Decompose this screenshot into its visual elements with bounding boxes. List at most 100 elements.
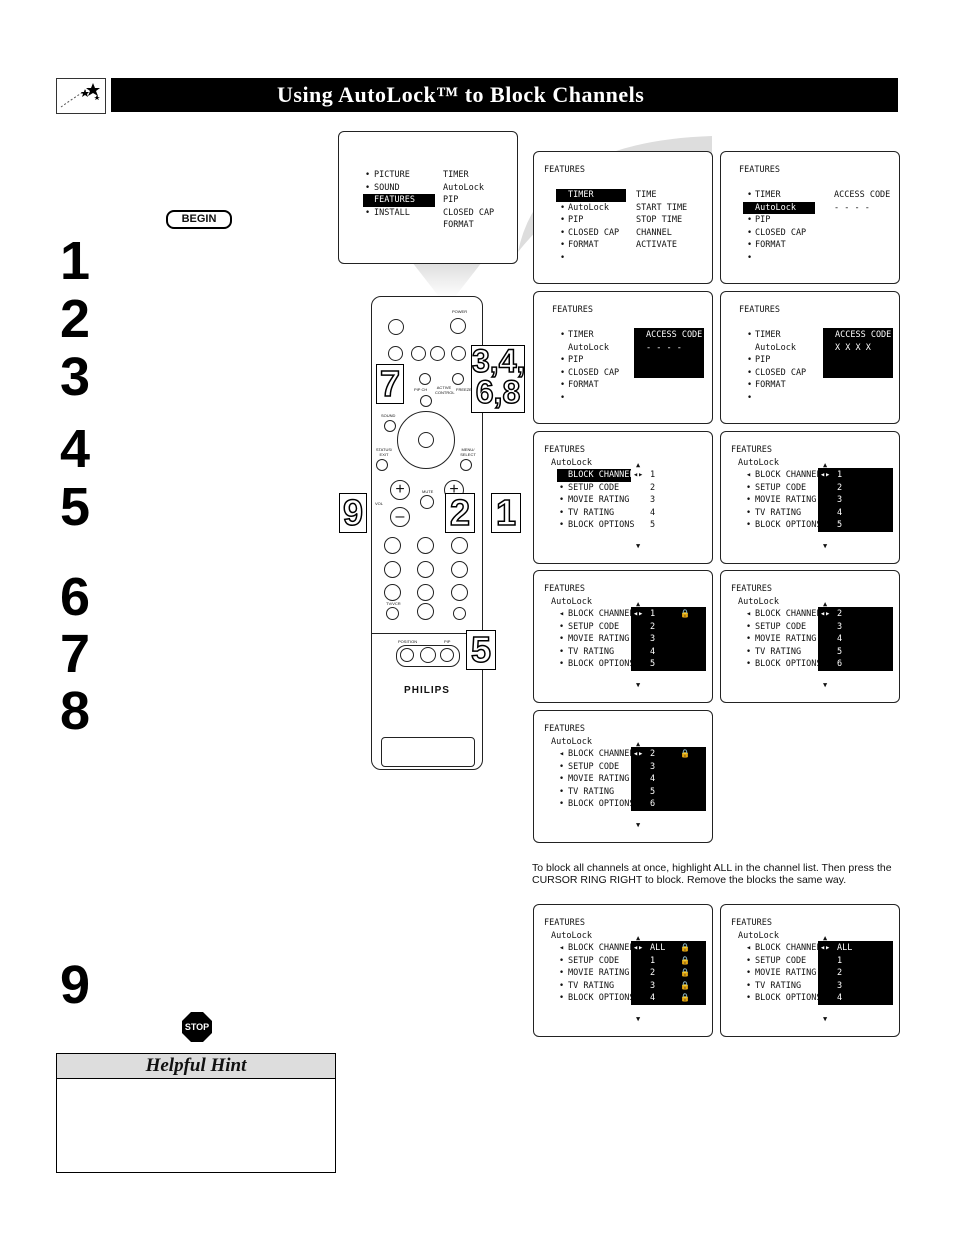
sound-button[interactable] (384, 420, 396, 432)
lock-icon: 🔒 (680, 967, 690, 980)
stop-button[interactable] (411, 346, 426, 361)
acc-button[interactable] (452, 373, 464, 385)
digit-button[interactable] (451, 584, 468, 601)
digit-button[interactable] (384, 537, 401, 554)
channel-number: ALL (650, 942, 666, 955)
ok-button[interactable] (418, 432, 434, 448)
channel-list-box[interactable] (631, 607, 706, 671)
lock-icon: 🔒 (680, 608, 690, 621)
step-number: 7 (60, 624, 91, 684)
stars-logo-icon (56, 78, 106, 114)
channel-number: 3 (650, 495, 656, 506)
channel-number: 1 (837, 954, 843, 968)
step-number: 8 (60, 681, 91, 741)
bullet-icon: • (559, 507, 565, 518)
callout-step-1: 1 (491, 493, 521, 533)
surf-button[interactable] (453, 607, 466, 620)
step-number: 2 (60, 289, 91, 349)
bullet-icon: • (559, 799, 565, 810)
menu-left-item-selected[interactable]: FEATURES (363, 194, 435, 207)
digit-button[interactable] (384, 584, 401, 601)
channel-list-box[interactable] (818, 941, 893, 1005)
submenu-item: TIME (636, 190, 657, 200)
screen-heading: FEATURES (731, 584, 772, 594)
volume-up-button[interactable]: + (390, 480, 410, 500)
callout-step-7: 7 (376, 364, 404, 404)
digit-button[interactable] (451, 537, 468, 554)
digit-button[interactable] (417, 537, 434, 554)
screen-subheading: AutoLock (551, 597, 592, 607)
menu-select-button[interactable] (460, 459, 472, 471)
channel-number: 1 (650, 608, 656, 621)
mute-button[interactable] (420, 495, 434, 509)
autolock-list-item: BLOCK OPTIONS (568, 659, 635, 670)
autolock-list-item: MOVIE RATING (568, 968, 630, 979)
rewind-button[interactable] (388, 346, 403, 361)
left-arrow-icon: ◂ (559, 749, 565, 759)
digit-button[interactable] (417, 584, 434, 601)
lock-icon: 🔒 (680, 979, 690, 993)
channel-number: 4 (837, 992, 843, 1005)
power-button[interactable] (450, 318, 466, 334)
digit-button[interactable] (417, 561, 434, 578)
access-code-value: - - - - (646, 341, 682, 355)
autolock-list-item: SETUP CODE (568, 955, 620, 966)
autolock-list-item: TV RATING (568, 507, 615, 518)
menu-bullets: • • • (365, 170, 371, 218)
freeze-label: FREEZE (456, 387, 472, 392)
status-exit-button[interactable] (376, 459, 388, 471)
left-arrow-icon: ◂ (746, 470, 752, 480)
digit-button[interactable] (451, 561, 468, 578)
bullet-icon: • (559, 646, 565, 657)
pip-swap-button[interactable] (440, 648, 454, 662)
block-channel-item-selected[interactable]: BLOCK CHANNEL (557, 469, 635, 482)
selected-item[interactable]: TIMER (556, 189, 626, 202)
fast-forward-button[interactable] (451, 346, 466, 361)
bullet-icon: • (746, 955, 752, 966)
bullet-icon: • (559, 761, 565, 772)
channel-number: 3 (650, 633, 656, 646)
list-item: PIP (755, 215, 771, 226)
channel-number: 2 (837, 481, 843, 495)
channel-list-box[interactable] (818, 468, 893, 532)
bullet-icon: • (559, 482, 565, 493)
channel-number: 1 (650, 954, 656, 968)
bullet-icon: • (559, 993, 565, 1004)
digit-0-button[interactable] (417, 603, 434, 620)
list-item: PIP (755, 355, 771, 366)
autolock-list-item: BLOCK OPTIONS (568, 799, 635, 810)
autolock-list-item: BLOCK OPTIONS (755, 520, 822, 531)
channel-number: 5 (650, 658, 656, 671)
pip-button[interactable] (420, 647, 436, 663)
submenu-item: CHANNEL (636, 227, 672, 238)
screen-heading: FEATURES (544, 724, 585, 734)
pip-ch-button[interactable] (420, 395, 432, 407)
screen-features-timer: FEATURES TIMER • • • • • AutoLock PIP CL… (533, 151, 713, 284)
list-item: FORMAT (568, 240, 599, 251)
lock-icon: 🔒 (680, 992, 690, 1005)
channel-number: 4 (650, 773, 656, 786)
play-button[interactable] (430, 346, 445, 361)
bullet-icon: • (559, 659, 565, 670)
digit-button[interactable] (384, 561, 401, 578)
selected-item[interactable]: AutoLock (743, 201, 815, 215)
list-item: PIP (568, 355, 584, 366)
channel-list-box[interactable] (631, 941, 706, 1005)
step-number: 4 (60, 419, 91, 479)
remote-battery-cover (381, 737, 475, 767)
submenu-item: ACTIVATE (636, 240, 677, 251)
channel-list-box[interactable] (818, 607, 893, 671)
channel-list-box[interactable] (631, 747, 706, 811)
volume-down-button[interactable]: – (390, 507, 410, 527)
menu-right-item: FORMAT (443, 220, 474, 231)
pause-button[interactable] (388, 319, 404, 335)
position-button[interactable] (400, 648, 414, 662)
left-arrow-icon: ◂ (746, 943, 752, 953)
bullets: • • • • • (747, 330, 753, 403)
channel-number: 4 (650, 645, 656, 659)
channel-number: ALL (837, 942, 853, 955)
a-ch-button[interactable] (386, 607, 399, 620)
channel-number: 6 (650, 798, 656, 811)
vcr-button[interactable] (419, 373, 431, 385)
channel-number: 3 (837, 979, 843, 993)
